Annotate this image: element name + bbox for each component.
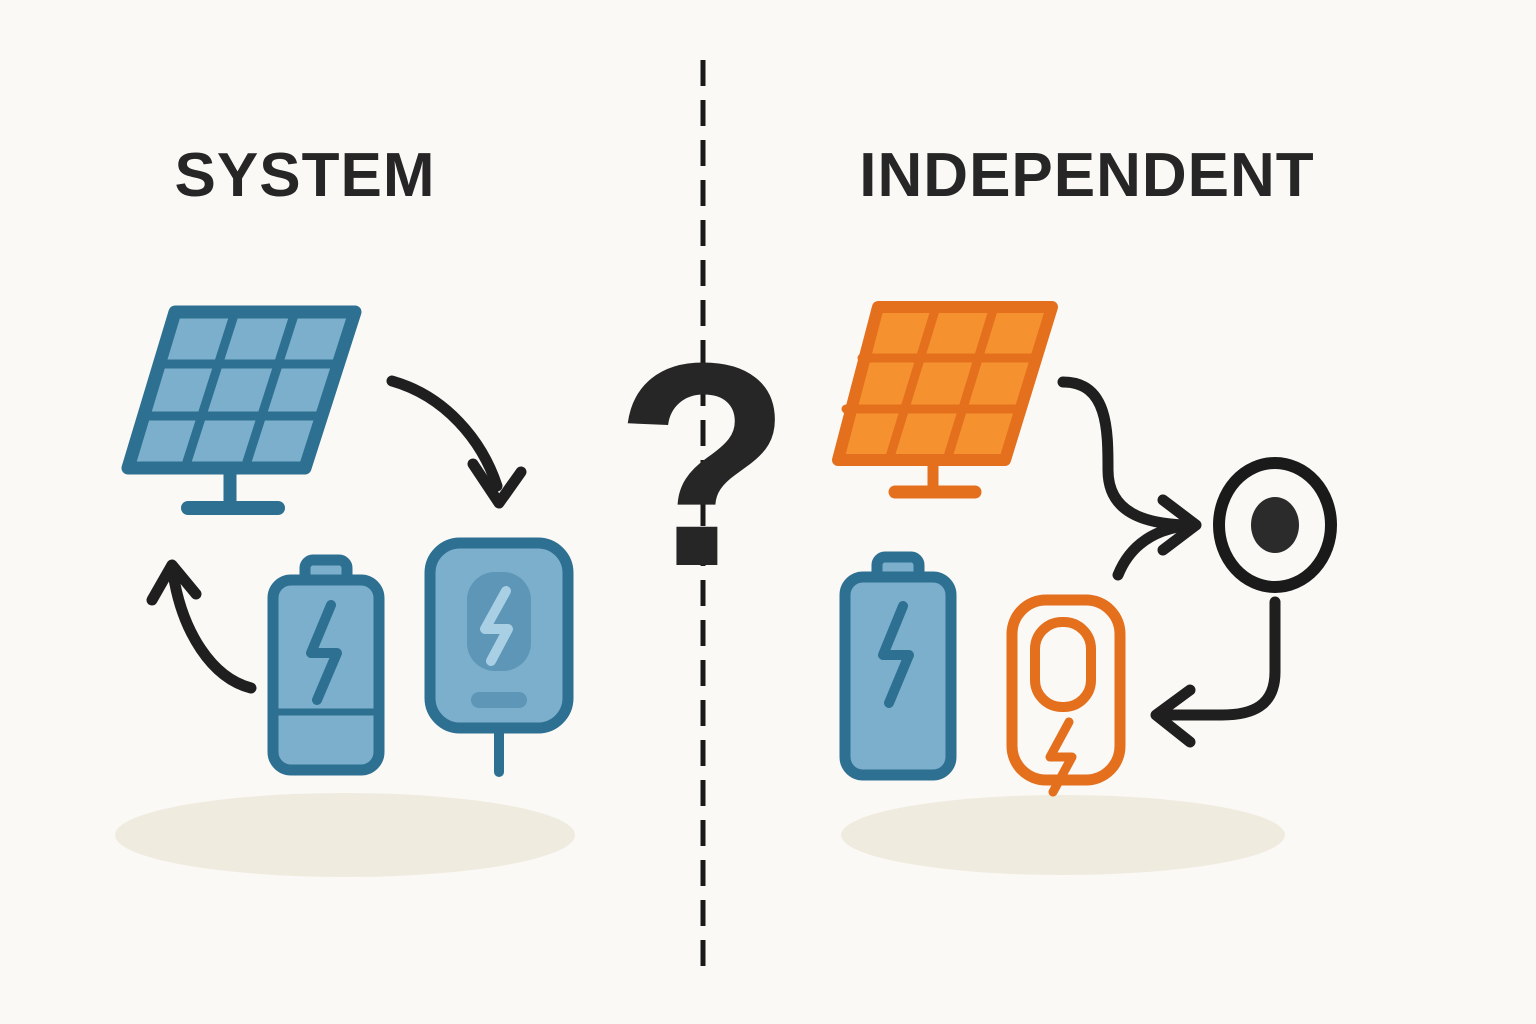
lightning-bolt-icon [480,586,513,666]
arrow-head [467,458,527,509]
solar-panel-gridline [884,302,941,465]
right-panel-title: INDEPENDENT [859,141,1314,210]
device-screen [1030,617,1096,712]
arrow-head [146,559,202,606]
left-system-group [121,305,574,777]
target-center-dot [1251,497,1299,553]
solar-panel-gridline [180,307,240,473]
power-bank-screen [467,572,531,671]
arrow-head [1150,684,1196,748]
power-bank-button [471,692,527,708]
right-target-icon [1213,457,1337,593]
left-ground-shadow [115,793,575,877]
right-ground-shadow [841,795,1285,875]
right-arrow-panel-to-target [1057,376,1202,581]
arrow-head [1157,494,1202,556]
right-arrow-target-to-device [1150,596,1281,748]
left-arrow-panel-to-powerbank [386,375,527,509]
left-battery-icon [267,554,385,776]
left-power-bank-icon [424,537,574,777]
solar-panel-gridline [942,302,999,465]
question-mark-group: ? [614,303,791,627]
lightning-bolt-icon [878,601,914,708]
right-battery-icon [839,551,957,781]
lightning-bolt-icon [306,600,342,705]
lightning-bolt-icon [1045,717,1077,797]
question-mark: ? [614,303,791,627]
right-solar-panel-icon [832,301,1058,499]
solar-panel-gridline [240,307,300,473]
right-device-outline-icon [1006,594,1126,797]
left-panel-title: SYSTEM [175,141,436,210]
left-solar-panel-icon [121,305,362,515]
device-body [1006,594,1126,786]
right-independent-group [832,301,1337,797]
left-arrow-battery-to-panel [146,559,257,694]
target-ring [1213,457,1337,593]
